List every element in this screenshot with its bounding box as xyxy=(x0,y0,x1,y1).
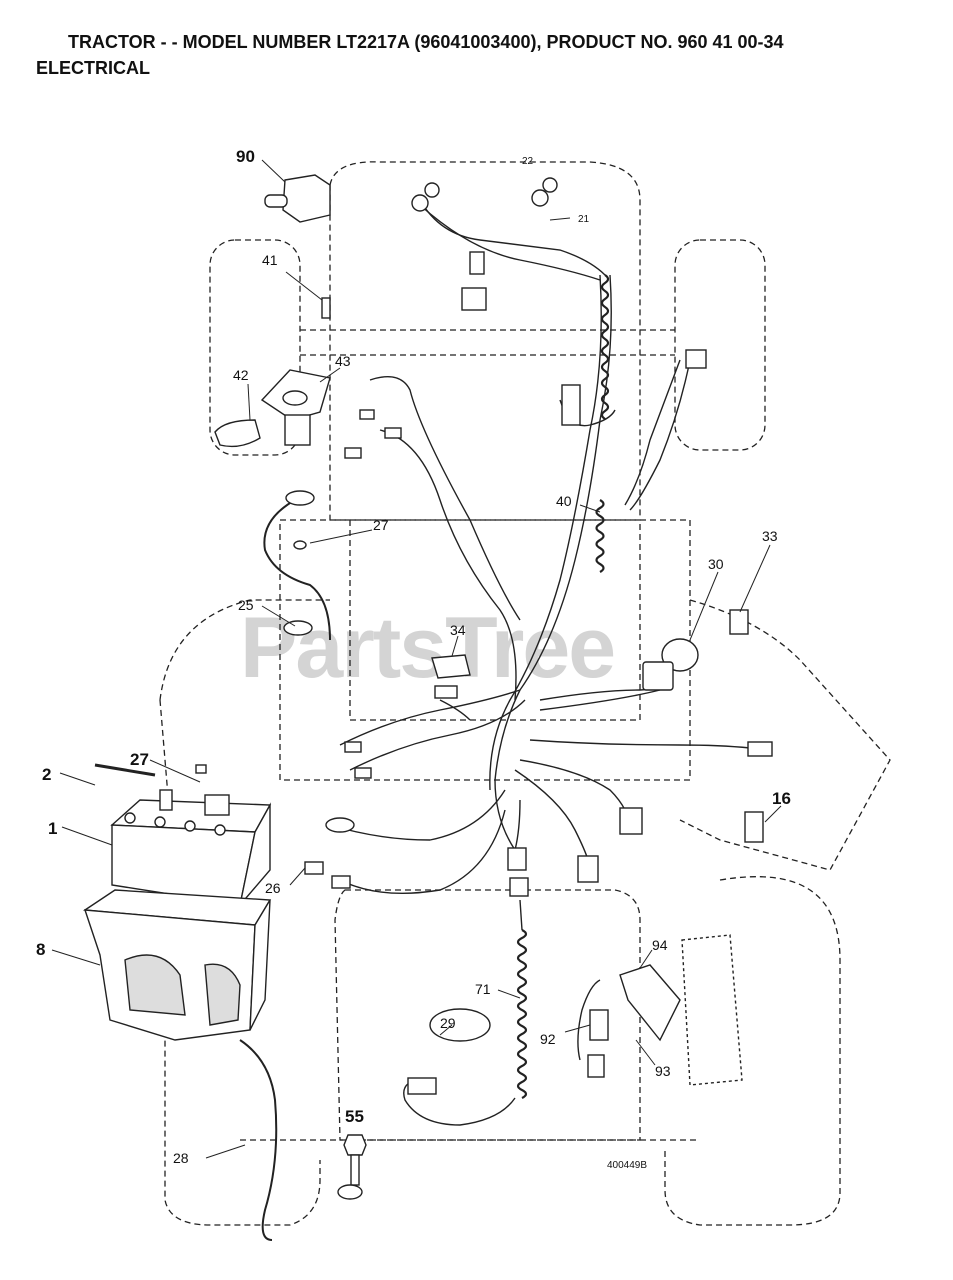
wiring-harness xyxy=(239,199,751,1241)
callout-34: 34 xyxy=(450,622,466,638)
leader-lines xyxy=(51,159,782,1159)
connector-icon xyxy=(407,1077,437,1095)
callout-42: 42 xyxy=(233,367,249,383)
page-title: TRACTOR - - MODEL NUMBER LT2217A (960410… xyxy=(68,32,784,52)
callout-28: 28 xyxy=(173,1150,189,1166)
callout-26: 26 xyxy=(265,880,281,896)
rocker-switch-icon xyxy=(431,654,471,679)
headlight-icon xyxy=(411,177,558,311)
ring-terminal-icon xyxy=(325,817,355,833)
connector-icon xyxy=(747,741,773,757)
ignition-key-icon xyxy=(264,174,331,223)
callout-27-battery: 27 xyxy=(130,750,149,769)
section-subtitle: ELECTRICAL xyxy=(36,58,150,78)
connector-icon xyxy=(685,349,707,369)
watermark: PartsTree xyxy=(240,600,614,696)
callout-22: 22 xyxy=(522,156,534,167)
bolt-icon xyxy=(343,1134,367,1186)
connector-icon xyxy=(509,877,529,897)
connector-icon xyxy=(384,427,402,439)
callout-21: 21 xyxy=(578,214,590,225)
connector-icon xyxy=(304,861,324,875)
connector-icon xyxy=(434,685,458,699)
callout-43: 43 xyxy=(335,353,351,369)
seat-switch-plate-outline xyxy=(681,934,743,1086)
connector-icon xyxy=(561,384,581,426)
callout-30: 30 xyxy=(708,556,724,572)
drawing-number: 400449B xyxy=(607,1160,647,1171)
relay-icon xyxy=(744,811,764,843)
ring-terminal-icon xyxy=(283,620,313,636)
callout-71: 71 xyxy=(475,981,491,997)
relay-icon xyxy=(729,609,749,635)
connector-icon xyxy=(589,1009,609,1041)
front-right-wheel-outline xyxy=(674,239,766,451)
grommet-icon xyxy=(429,1008,491,1042)
connector-icon xyxy=(587,1054,605,1078)
callout-1: 1 xyxy=(48,819,57,838)
seat-switch-icon xyxy=(619,964,681,1042)
part-callouts: 90 22 21 41 43 42 40 27 30 33 25 34 27 2… xyxy=(36,147,791,1171)
front-left-wheel-outline xyxy=(209,239,301,456)
callout-16: 16 xyxy=(772,789,791,808)
callout-33: 33 xyxy=(762,528,778,544)
connector-icon xyxy=(344,741,362,753)
callout-55: 55 xyxy=(345,1107,364,1126)
callout-41: 41 xyxy=(262,252,278,268)
callout-92: 92 xyxy=(540,1031,556,1047)
callout-94: 94 xyxy=(652,937,668,953)
connector-icon xyxy=(344,447,362,459)
callout-27: 27 xyxy=(373,517,389,533)
connector-icon xyxy=(619,807,643,835)
callout-25: 25 xyxy=(238,597,254,613)
ignition-switch-icon xyxy=(642,638,699,691)
solenoid-icon xyxy=(214,297,331,448)
connector-icon xyxy=(354,767,372,779)
ring-terminal-icon xyxy=(337,1184,363,1200)
connector-icon xyxy=(507,847,527,871)
connector-icon xyxy=(577,855,599,883)
battery-tray-icon xyxy=(82,889,272,1041)
callout-40: 40 xyxy=(556,493,572,509)
ring-terminal-icon xyxy=(285,490,315,506)
battery-icon xyxy=(94,763,272,908)
callout-93: 93 xyxy=(655,1063,671,1079)
connector-icon xyxy=(359,409,375,420)
callout-90: 90 xyxy=(236,147,255,166)
washer-icon xyxy=(293,540,307,550)
callout-29: 29 xyxy=(440,1015,456,1031)
connector-icon xyxy=(331,875,351,889)
callout-2: 2 xyxy=(42,765,51,784)
callout-8: 8 xyxy=(36,940,45,959)
